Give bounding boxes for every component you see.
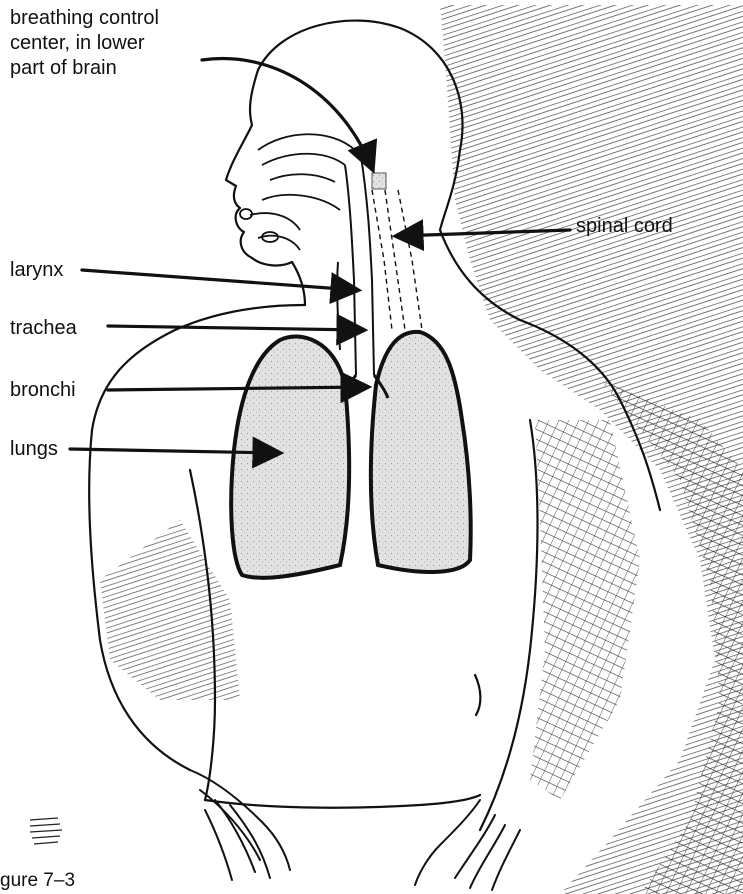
label-breathing-control-center: breathing control center, in lower part …: [10, 6, 159, 81]
right-lung: [371, 332, 471, 572]
label-bronchi: bronchi: [10, 378, 76, 403]
label-larynx: larynx: [10, 258, 63, 283]
right-hand: [415, 800, 520, 890]
lungs: [231, 332, 471, 578]
arrow-trachea: [108, 326, 362, 330]
arrow-larynx: [82, 270, 356, 290]
airway: [337, 150, 374, 375]
label-breathing-line-1: breathing control: [10, 6, 159, 31]
left-lung: [231, 336, 349, 577]
label-breathing-line-3: part of brain: [10, 56, 159, 81]
label-lungs: lungs: [10, 437, 58, 462]
right-torso-shading: [530, 420, 640, 800]
label-trachea: trachea: [10, 316, 77, 341]
nasal-oral-cavity: [240, 134, 355, 250]
left-hand: [190, 770, 290, 880]
corner-hatch: [30, 818, 62, 844]
arrow-breathing-center: [202, 58, 372, 168]
label-breathing-line-2: center, in lower: [10, 31, 159, 56]
label-spinal-cord: spinal cord: [576, 214, 673, 239]
left-arm-shading: [100, 520, 240, 700]
breathing-center-marker: [372, 173, 386, 189]
figure-caption: gure 7–3: [0, 868, 75, 893]
